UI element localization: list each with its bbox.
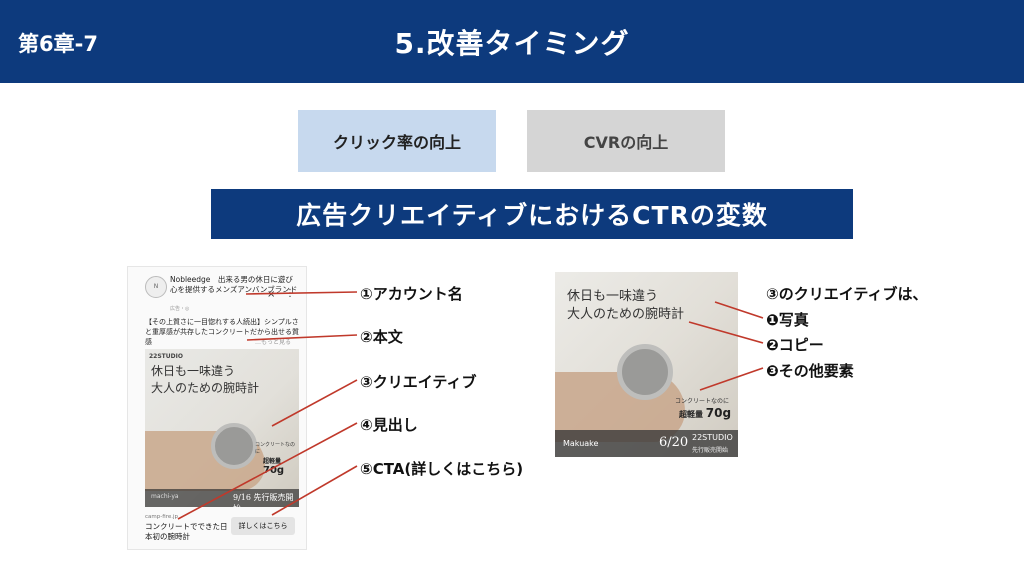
label-creative: ③クリエイティブ (360, 373, 477, 391)
label-creative-intro: ③のクリエイティブは、 (766, 285, 928, 303)
pointer-cta (271, 465, 358, 516)
see-more-link: …もっと見る (255, 339, 292, 346)
label-cta: ⑤CTA(詳しくはこちら) (360, 460, 524, 478)
pointer-creative (271, 379, 358, 427)
ad-headline: コンクリートでできた日本初の腕時計 (145, 522, 228, 541)
label-account-name: ①アカウント名 (360, 285, 463, 303)
creative-copy: 休日も一味違う 大人のための腕時計 (567, 288, 684, 324)
weight-value: 70g (705, 406, 732, 420)
pointer-account (245, 291, 358, 295)
sponsored-label: 広告・◎ (170, 306, 190, 312)
release-date: 6/20 (659, 435, 689, 450)
small-note: コンクリートなのに (255, 442, 296, 455)
pointer-headline (177, 422, 358, 520)
ad-body-text: 【その上質さに一目惚れする人続出】シンプルさと重厚感が共存したコンクリートだから… (145, 318, 299, 346)
slide-title: 5.改善タイミング (394, 27, 630, 60)
advertiser-logo: N (145, 276, 167, 298)
close-icon: × (267, 289, 276, 300)
copy-line-2: 大人のための腕時計 (151, 381, 260, 395)
pointer-photo (714, 301, 764, 319)
copy-line-1: 休日も一味違う (151, 364, 236, 378)
cta-button: 詳しくはこちら (231, 517, 295, 535)
brand-label: 22STUDIO (692, 433, 733, 442)
creative-copy: 休日も一味違う 大人のための腕時計 (151, 363, 259, 397)
watch-icon (211, 423, 257, 469)
brand-label: 22STUDIO (149, 353, 183, 360)
small-note: コンクリートなのに (675, 398, 730, 405)
weight-value: 70g (263, 465, 285, 476)
site-domain: camp-fire.jp (145, 514, 178, 520)
header-bar: 第6章-7 5.改善タイミング (0, 0, 1024, 83)
weight-badge: 超軽量 70g (679, 406, 731, 420)
watch-icon (617, 344, 673, 400)
pointer-copy (688, 321, 764, 344)
advertiser-name: Nobleedge 出来る男の休日に遊び心を提供するメンズアンバンブランド (170, 275, 298, 294)
label-copy: ❷コピー (766, 336, 824, 354)
facebook-ad-mockup: N Nobleedge 出来る男の休日に遊び心を提供するメンズアンバンブランド … (127, 266, 307, 550)
cvr-improvement-tab: CVRの向上 (527, 110, 725, 172)
label-headline: ④見出し (360, 416, 418, 434)
label-body-text: ②本文 (360, 328, 403, 346)
creative-image-example: 休日も一味違う 大人のための腕時計 コンクリートなのに 超軽量 70g Maku… (555, 272, 738, 457)
copy-line-1: 休日も一味違う (567, 289, 659, 304)
copy-line-2: 大人のための腕時計 (567, 307, 685, 322)
pointer-other (699, 367, 764, 391)
ctr-improvement-tab: クリック率の向上 (298, 110, 496, 172)
release-date: 9/16 先行販売開始 (233, 493, 294, 507)
weight-label: 超軽量 (679, 410, 703, 419)
label-other-elements: ❸その他要素 (766, 362, 854, 380)
maker-logo: Makuake (563, 439, 599, 448)
creative-footer-strip: machi-ya 9/16 先行販売開始 (145, 489, 299, 507)
maker-logo: machi-ya (151, 493, 179, 500)
ad-creative-image: 22STUDIO 休日も一味違う 大人のための腕時計 コンクリートなのに 超軽量… (145, 349, 299, 507)
pointer-body (246, 334, 358, 341)
presale-label: 先行販売開始 (692, 447, 729, 454)
chapter-label: 第6章-7 (18, 32, 98, 56)
section-banner: 広告クリエイティブにおけるCTRの変数 (211, 189, 853, 239)
weight-label: 超軽量 (263, 458, 282, 465)
label-photo: ❶写真 (766, 311, 809, 329)
creative-footer-strip: Makuake 6/20 22STUDIO 先行販売開始 (555, 430, 738, 457)
